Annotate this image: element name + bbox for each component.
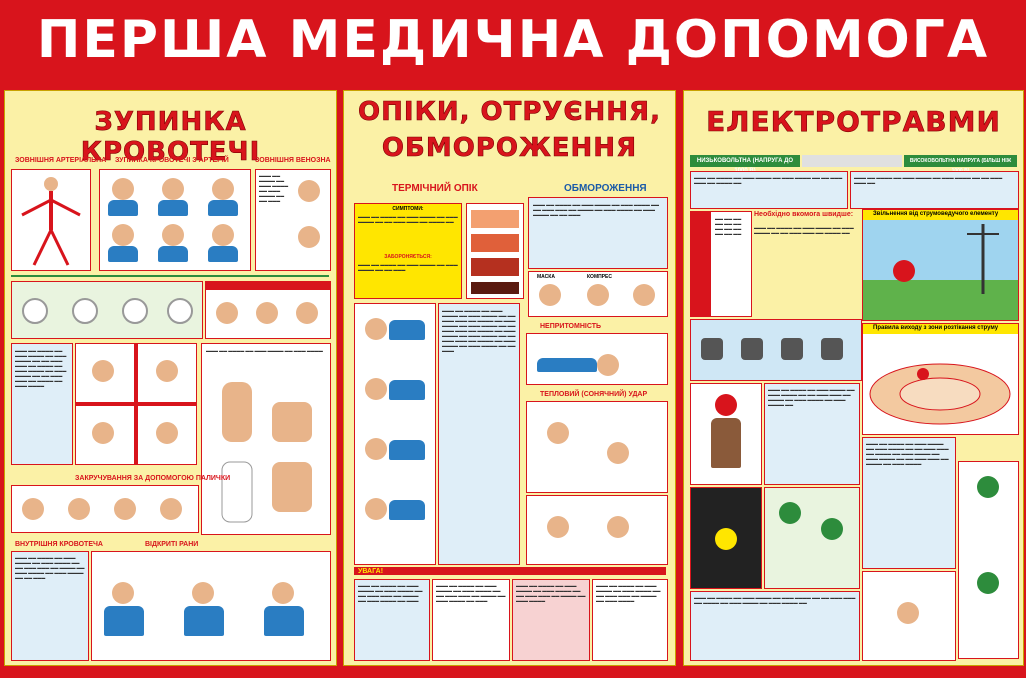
pressure-bandage-text: ▬▬▬ ▬▬ ▬▬▬▬ ▬▬ ▬▬▬ ▬▬▬▬ ▬▬ ▬▬▬ ▬▬▬▬ ▬▬ ▬…: [11, 343, 73, 465]
panel-electric: ЕЛЕКТРОТРАВМИ НИЗЬКОВОЛЬТНА (НАПРУГА ДО …: [683, 90, 1024, 666]
burn-treatment-text: ▬▬▬ ▬▬ ▬▬▬▬ ▬▬ ▬▬▬ ▬▬▬▬ ▬▬ ▬▬▬ ▬▬▬▬ ▬▬ ▬…: [438, 303, 520, 565]
limb-flexion-images: [75, 343, 197, 465]
compress-label: КОМПРЕС: [587, 274, 612, 280]
arterial-diagram: [11, 169, 91, 271]
attention-text-2: ▬▬▬ ▬▬ ▬▬▬▬ ▬▬ ▬▬▬ ▬▬▬▬ ▬▬ ▬▬▬ ▬▬▬▬ ▬▬ ▬…: [432, 579, 510, 661]
exit-zone-label: Правила виходу з зони розтікання струму: [873, 325, 999, 331]
forbidden-label: ЗАБОРОНЯЄТЬСЯ:: [384, 254, 432, 260]
current-zone-exit: Правила виходу з зони розтікання струму: [862, 323, 1019, 435]
panel-title-burns-line1: ОПІКИ, ОТРУЄННЯ,: [358, 97, 661, 128]
sub-frostbite: ОБМОРОЖЕННЯ: [564, 183, 647, 194]
sub-internal: ВНУТРІШНЯ КРОВОТЕЧА: [15, 541, 103, 548]
electrician-text: ▬▬▬ ▬▬ ▬▬▬▬ ▬▬ ▬▬▬ ▬▬▬▬ ▬▬ ▬▬▬ ▬▬▬▬ ▬▬ ▬…: [764, 383, 860, 485]
current-zone-icon: [869, 363, 1011, 425]
sub-arterial: ЗОВНІШНЯ АРТЕРІАЛЬНА: [15, 157, 107, 164]
burn-treatment-images: [354, 303, 436, 565]
tourniquet-methods: [205, 281, 331, 339]
arm-icon: [221, 382, 312, 523]
power-pole-icon: [967, 224, 999, 294]
protective-equipment: [690, 319, 862, 381]
symptoms-box: СИМПТОМИ: ▬▬▬ ▬▬ ▬▬▬▬ ▬▬ ▬▬▬ ▬▬▬▬ ▬▬ ▬▬▬…: [354, 203, 462, 299]
sub-venous: ЗОВНІШНЯ ВЕНОЗНА: [255, 157, 331, 164]
release-from-element: Звільнення від струмоведучого елементу: [862, 209, 1019, 321]
electric-intro-text: ▬▬▬ ▬▬ ▬▬▬▬ ▬▬ ▬▬▬ ▬▬▬▬ ▬▬ ▬▬▬ ▬▬▬▬ ▬▬ ▬…: [690, 171, 848, 209]
panel-bleeding: ЗУПИНКА КРОВОТЕЧІ ЗОВНІШНЯ АРТЕРІАЛЬНА З…: [4, 90, 337, 666]
burn-degrees-images: [466, 203, 524, 299]
sub-unconscious: НЕПРИТОМНІСТЬ: [540, 323, 602, 330]
main-title: ПЕРША МЕДИЧНА ДОПОМОГА: [36, 10, 990, 70]
after-rescue-text: ▬▬▬ ▬▬ ▬▬▬▬ ▬▬ ▬▬▬ ▬▬▬▬ ▬▬ ▬▬▬ ▬▬▬▬ ▬▬ ▬…: [862, 437, 956, 569]
bottom-text-electric: ▬▬▬ ▬▬ ▬▬▬▬ ▬▬ ▬▬▬ ▬▬▬▬ ▬▬ ▬▬▬ ▬▬▬▬ ▬▬ ▬…: [690, 591, 860, 661]
panel-title-electric: ЕЛЕКТРОТРАВМИ: [706, 105, 1001, 139]
poisoning-images: [526, 495, 668, 565]
release-line-label: Звільнення від струмоведучого елементу: [873, 211, 999, 217]
frostbite-table: ▬▬▬ ▬▬ ▬▬▬▬ ▬▬ ▬▬▬ ▬▬▬▬ ▬▬ ▬▬▬ ▬▬▬▬ ▬▬ ▬…: [528, 197, 668, 269]
sub-tourniquet: ЗАКРУЧУВАННЯ ЗА ДОПОМОГОЮ ПАЛИЧКИ: [75, 475, 231, 482]
body-artery-icon: [21, 177, 81, 266]
panel-title-burns-line2: ОБМОРОЖЕННЯ: [381, 133, 638, 164]
rescue-team-image: [764, 487, 860, 589]
symptoms-label: СИМПТОМИ:: [392, 206, 424, 212]
unconscious-images: [526, 333, 668, 385]
pole-rescue-images: [958, 461, 1019, 659]
sub-heatstroke: ТЕПЛОВИЙ (СОНЯЧНИЙ) УДАР: [540, 391, 648, 398]
sub-attention: УВАГА!: [358, 568, 384, 575]
needed-now-label: Необхідно вкомога швидше:: [754, 211, 854, 218]
internal-bleeding-table: ▬▬▬ ▬▬ ▬▬▬▬ ▬▬ ▬▬▬ ▬▬▬▬ ▬▬ ▬▬▬ ▬▬▬▬ ▬▬ ▬…: [11, 551, 89, 661]
mask-label: МАСКА: [537, 274, 555, 280]
substation-image: [690, 487, 762, 589]
stick-tourniquet-images: [11, 485, 199, 533]
sub-thermal: ТЕРМІЧНИЙ ОПІК: [392, 183, 478, 194]
sub-open-wounds: ВІДКРИТІ РАНИ: [145, 541, 199, 548]
attention-text-1: ▬▬▬ ▬▬ ▬▬▬▬ ▬▬ ▬▬▬ ▬▬▬▬ ▬▬ ▬▬▬ ▬▬▬▬ ▬▬ ▬…: [354, 579, 430, 661]
tourniquet-places: ▬▬▬ ▬▬ ▬▬▬▬ ▬▬ ▬▬▬ ▬▬▬▬ ▬▬ ▬▬▬ ▬▬▬▬: [201, 343, 331, 535]
venous-bleeding-image: ▬▬▬ ▬▬ ▬▬▬▬ ▬▬ ▬▬▬ ▬▬▬▬ ▬▬ ▬▬▬ ▬▬▬▬ ▬▬ ▬…: [255, 169, 331, 271]
artery-pressure-points: [99, 169, 251, 271]
mask-compress-images: МАСКА КОМПРЕС: [528, 271, 668, 317]
voltage-table: ▬▬ ▬▬ ▬▬ ▬▬ ▬▬ ▬▬ ▬▬ ▬▬ ▬▬ ▬▬ ▬▬ ▬▬: [690, 211, 752, 317]
panel-burns: ОПІКИ, ОТРУЄННЯ, ОБМОРОЖЕННЯ ТЕРМІЧНИЙ О…: [343, 90, 676, 666]
attention-text-4: ▬▬▬ ▬▬ ▬▬▬▬ ▬▬ ▬▬▬ ▬▬▬▬ ▬▬ ▬▬▬ ▬▬▬▬ ▬▬ ▬…: [592, 579, 668, 661]
needed-now-box: Необхідно вкомога швидше: ▬▬▬ ▬▬ ▬▬▬▬ ▬▬…: [754, 211, 858, 315]
bandage-pictures: [11, 281, 203, 339]
attention-text-3: ▬▬▬ ▬▬ ▬▬▬▬ ▬▬ ▬▬▬ ▬▬▬▬ ▬▬ ▬▬▬ ▬▬▬▬ ▬▬ ▬…: [512, 579, 590, 661]
sub-stop-artery: ЗУПИНКА КРОВОТЕЧІ З АРТЕРІЙ: [115, 157, 229, 164]
open-wounds-images: [91, 551, 331, 661]
electrician-image: [690, 383, 762, 485]
high-voltage-text: ▬▬▬ ▬▬ ▬▬▬▬ ▬▬ ▬▬▬ ▬▬▬▬ ▬▬ ▬▬▬ ▬▬▬▬ ▬▬ ▬…: [850, 171, 1019, 209]
panel-title-bleeding: ЗУПИНКА КРОВОТЕЧІ: [80, 107, 261, 168]
heatstroke-images: [526, 401, 668, 493]
cpr-image: [862, 571, 956, 661]
